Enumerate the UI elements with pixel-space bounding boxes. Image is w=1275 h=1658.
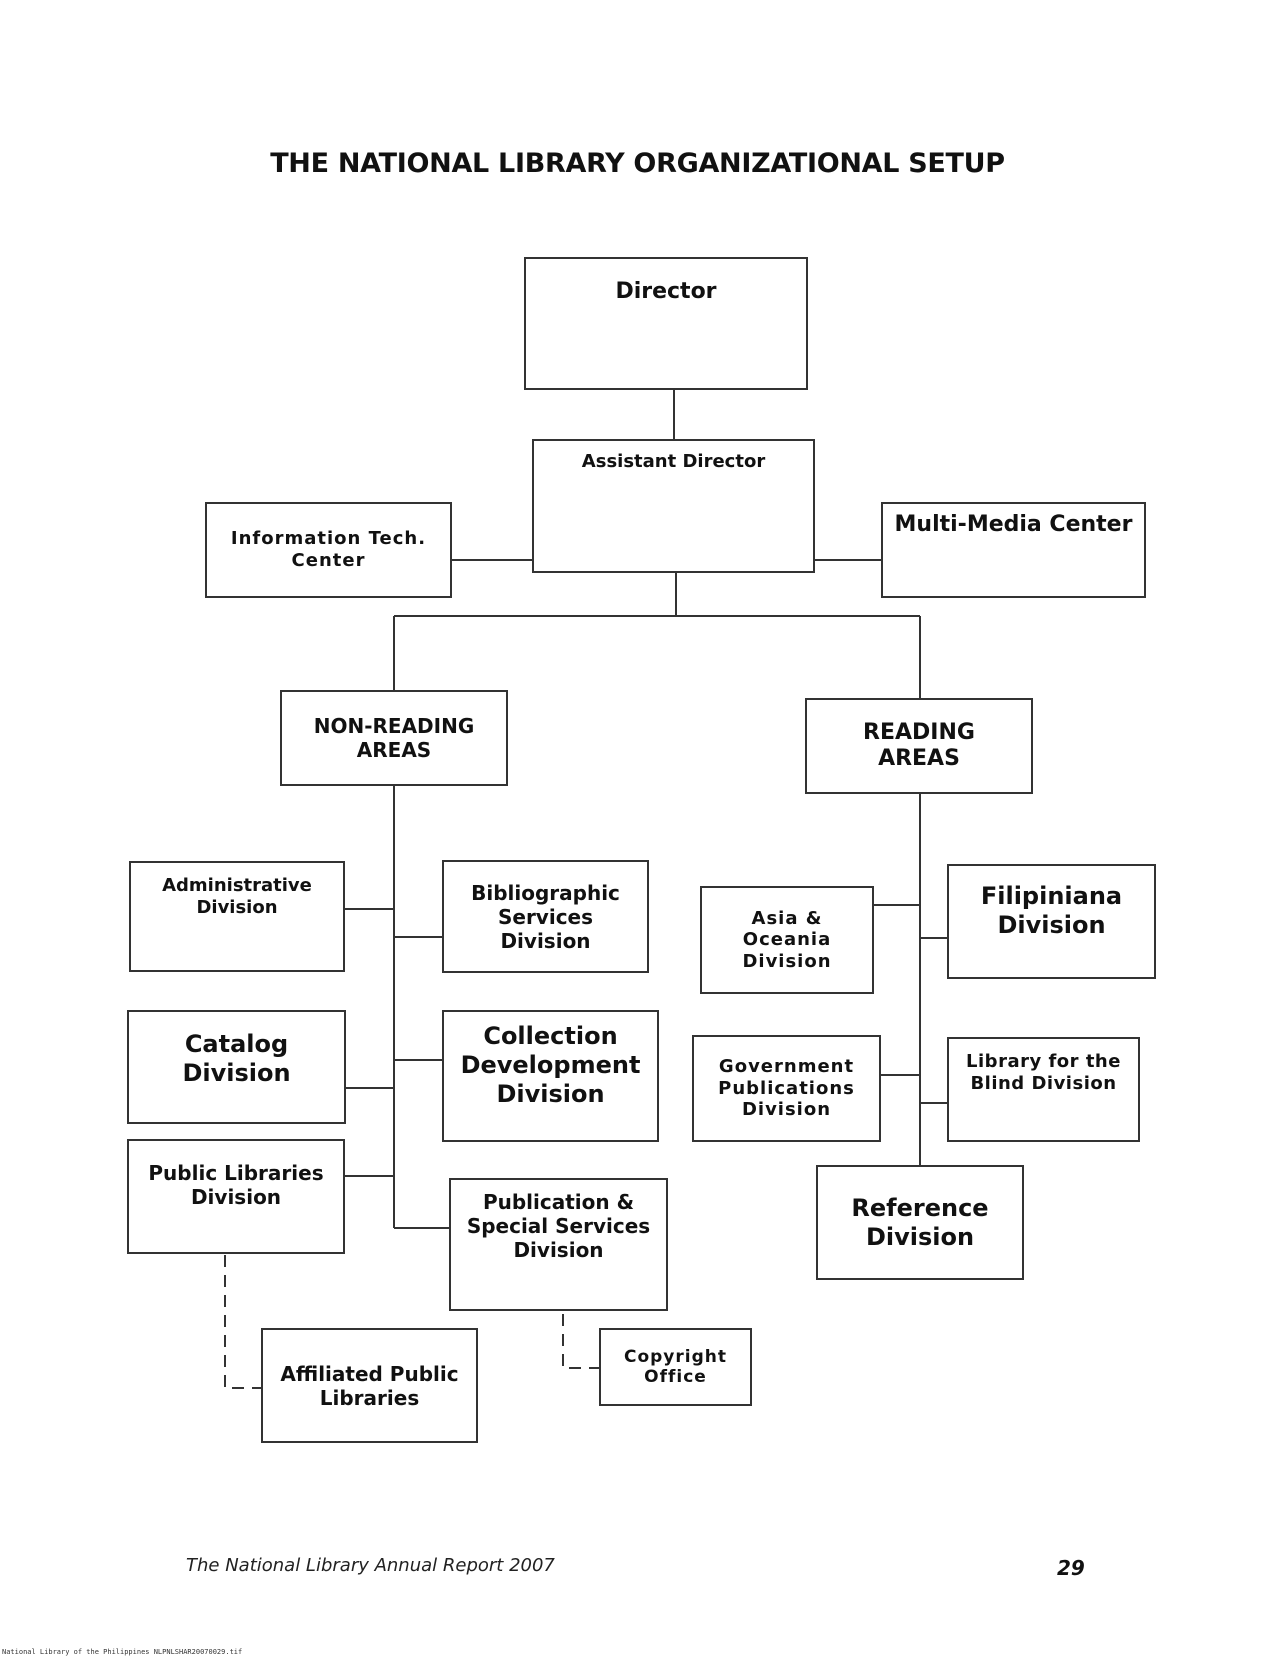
asia-oceania-division-label-1: Asia & (751, 907, 823, 929)
filipiniana-division-label-1: Filipiniana (980, 882, 1123, 910)
multi-media-center-label: Multi-Media Center (894, 512, 1133, 537)
director-label: Director (615, 279, 717, 304)
multi-media-center-box: Multi-Media Center (881, 502, 1146, 598)
reference-division-label-2: Division (865, 1222, 975, 1251)
government-publications-division-box: Government Publications Division (692, 1035, 881, 1142)
publication-special-services-division-box: Publication & Special Services Division (449, 1178, 668, 1311)
page-number: 29 (1057, 1556, 1085, 1580)
scan-caption: National Library of the Philippines NLPN… (2, 1648, 243, 1656)
asia-oceania-division-box: Asia & Oceania Division (700, 886, 874, 994)
assistant-director-box: Assistant Director (532, 439, 815, 573)
assistant-director-label: Assistant Director (581, 451, 766, 472)
bibliographic-services-division-label-3: Division (500, 928, 591, 953)
copyright-office-label-2: Office (644, 1367, 707, 1387)
catalog-division-label-1: Catalog (184, 1030, 289, 1058)
information-tech-center-label-1: Information Tech. (230, 528, 427, 550)
administrative-division-label-2: Division (196, 896, 278, 918)
library-for-the-blind-division-label-1: Library for the (966, 1051, 1121, 1072)
administrative-division-box: Administrative Division (129, 861, 345, 972)
non-reading-areas-box: NON-READING AREAS (280, 690, 508, 786)
bibliographic-services-division-label-1: Bibliographic (471, 880, 620, 905)
government-publications-division-label-1: Government (718, 1056, 855, 1078)
administrative-division-label-1: Administrative (162, 875, 312, 896)
collection-development-division-label-1: Collection (483, 1022, 618, 1050)
page-title: THE NATIONAL LIBRARY ORGANIZATIONAL SETU… (270, 148, 1005, 179)
catalog-division-box: Catalog Division (127, 1010, 346, 1124)
publication-special-services-division-label-1: Publication & (482, 1190, 635, 1214)
dashed-connector-affiliated (224, 1255, 262, 1389)
catalog-division-label-2: Division (182, 1058, 291, 1087)
government-publications-division-label-2: Publications (718, 1077, 855, 1099)
footer-title: The National Library Annual Report 2007 (186, 1555, 555, 1576)
collection-development-division-label-2: Development (460, 1050, 641, 1079)
collection-development-division-label-3: Division (496, 1079, 605, 1108)
reading-areas-label-2: AREAS (878, 746, 960, 771)
filipiniana-division-label-2: Division (997, 910, 1106, 939)
copyright-office-label-1: Copyright (623, 1346, 727, 1367)
reference-division-label-1: Reference (851, 1193, 989, 1222)
director-box: Director (524, 257, 808, 390)
bibliographic-services-division-label-2: Services (497, 904, 594, 929)
library-for-the-blind-division-box: Library for the Blind Division (947, 1037, 1140, 1142)
public-libraries-division-label-1: Public Libraries (148, 1161, 324, 1185)
copyright-office-box: Copyright Office (599, 1328, 752, 1406)
government-publications-division-label-3: Division (741, 1099, 832, 1121)
reading-areas-label-1: READING (863, 719, 975, 745)
information-tech-center-label-2: Center (291, 550, 366, 571)
public-libraries-division-box: Public Libraries Division (127, 1139, 345, 1254)
asia-oceania-division-label-3: Division (742, 950, 832, 972)
public-libraries-division-label-2: Division (190, 1185, 282, 1209)
non-reading-areas-label-1: NON-READING (313, 714, 475, 738)
library-for-the-blind-division-label-2: Blind Division (970, 1072, 1117, 1094)
affiliated-public-libraries-box: Affiliated Public Libraries (261, 1328, 478, 1443)
reference-division-box: Reference Division (816, 1165, 1024, 1280)
affiliated-public-libraries-label-1: Affiliated Public (280, 1361, 459, 1386)
dashed-connector-copyright (562, 1314, 600, 1369)
reading-areas-box: READING AREAS (805, 698, 1033, 794)
publication-special-services-division-label-2: Special Services (466, 1214, 651, 1238)
bibliographic-services-division-box: Bibliographic Services Division (442, 860, 649, 973)
information-tech-center-box: Information Tech. Center (205, 502, 452, 598)
affiliated-public-libraries-label-2: Libraries (319, 1385, 420, 1410)
non-reading-areas-label-2: AREAS (356, 738, 432, 762)
publication-special-services-division-label-3: Division (513, 1238, 604, 1262)
collection-development-division-box: Collection Development Division (442, 1010, 659, 1142)
asia-oceania-division-label-2: Oceania (742, 929, 832, 951)
filipiniana-division-box: Filipiniana Division (947, 864, 1156, 979)
